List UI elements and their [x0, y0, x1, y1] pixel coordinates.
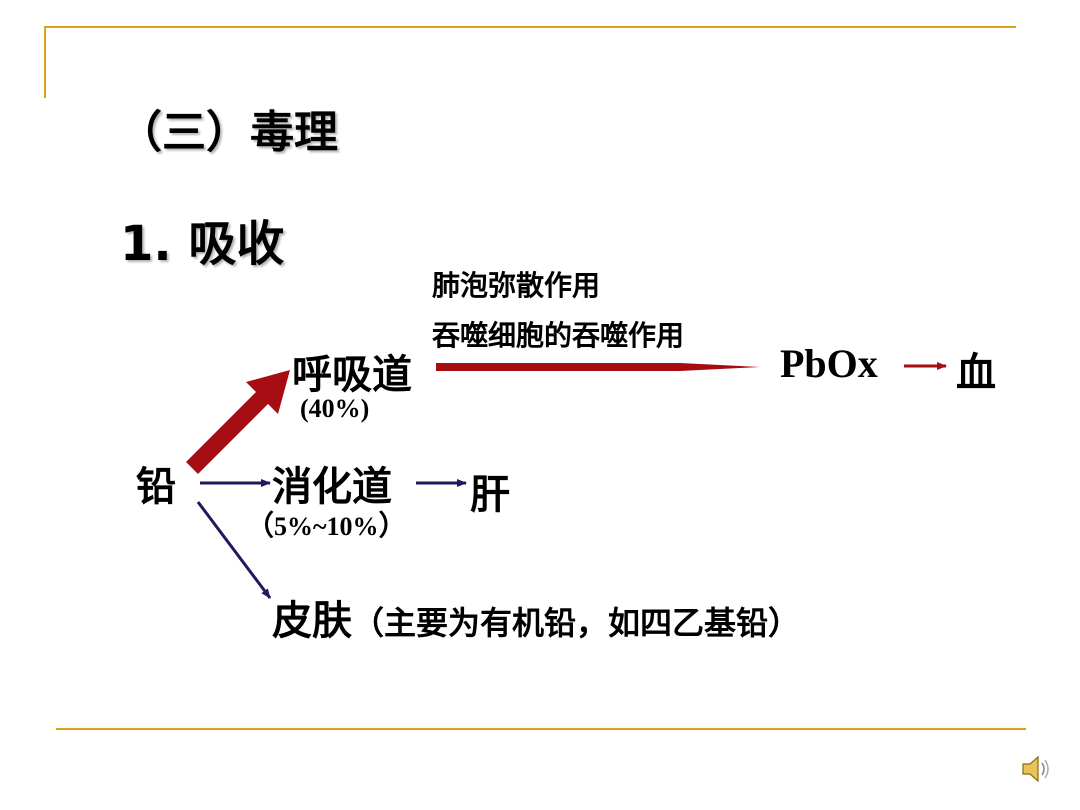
source-lead: 铅: [136, 464, 176, 510]
respiratory-label: 呼吸道: [292, 352, 412, 398]
destination-blood: 血: [956, 350, 996, 396]
bottom-rule: [56, 728, 1026, 730]
skin-note: （主要为有机铅，如四乙基铅）: [352, 604, 801, 642]
subsection-title: 1. 吸收: [120, 216, 285, 272]
digestive-label: 消化道: [272, 464, 392, 510]
arrow-lead-to-skin: [196, 501, 272, 599]
top-rule: [44, 26, 1016, 28]
mechanism-line-2: 吞噬细胞的吞噬作用: [432, 319, 685, 352]
product-pbox: PbOx: [780, 341, 878, 386]
digestive-percent: （5%~10%）: [246, 504, 407, 544]
digestive-percent-open: （: [246, 509, 275, 542]
skin-label: 皮肤: [272, 598, 352, 644]
digestive-percent-value: 5%~10%: [274, 512, 379, 541]
destination-liver: 肝: [470, 472, 510, 518]
arrow-respiratory-to-pbox: [436, 363, 760, 371]
left-rule: [44, 26, 46, 98]
skin-route: 皮肤（主要为有机铅，如四乙基铅）: [272, 588, 800, 646]
mechanism-line-1: 肺泡弥散作用: [432, 269, 601, 302]
section-title: （三）毒理: [118, 107, 338, 158]
digestive-percent-close: ）: [378, 509, 407, 542]
respiratory-percent: (40%): [300, 394, 370, 423]
arrow-lead-to-respiratory: [186, 370, 290, 474]
speaker-icon[interactable]: [1020, 754, 1056, 784]
